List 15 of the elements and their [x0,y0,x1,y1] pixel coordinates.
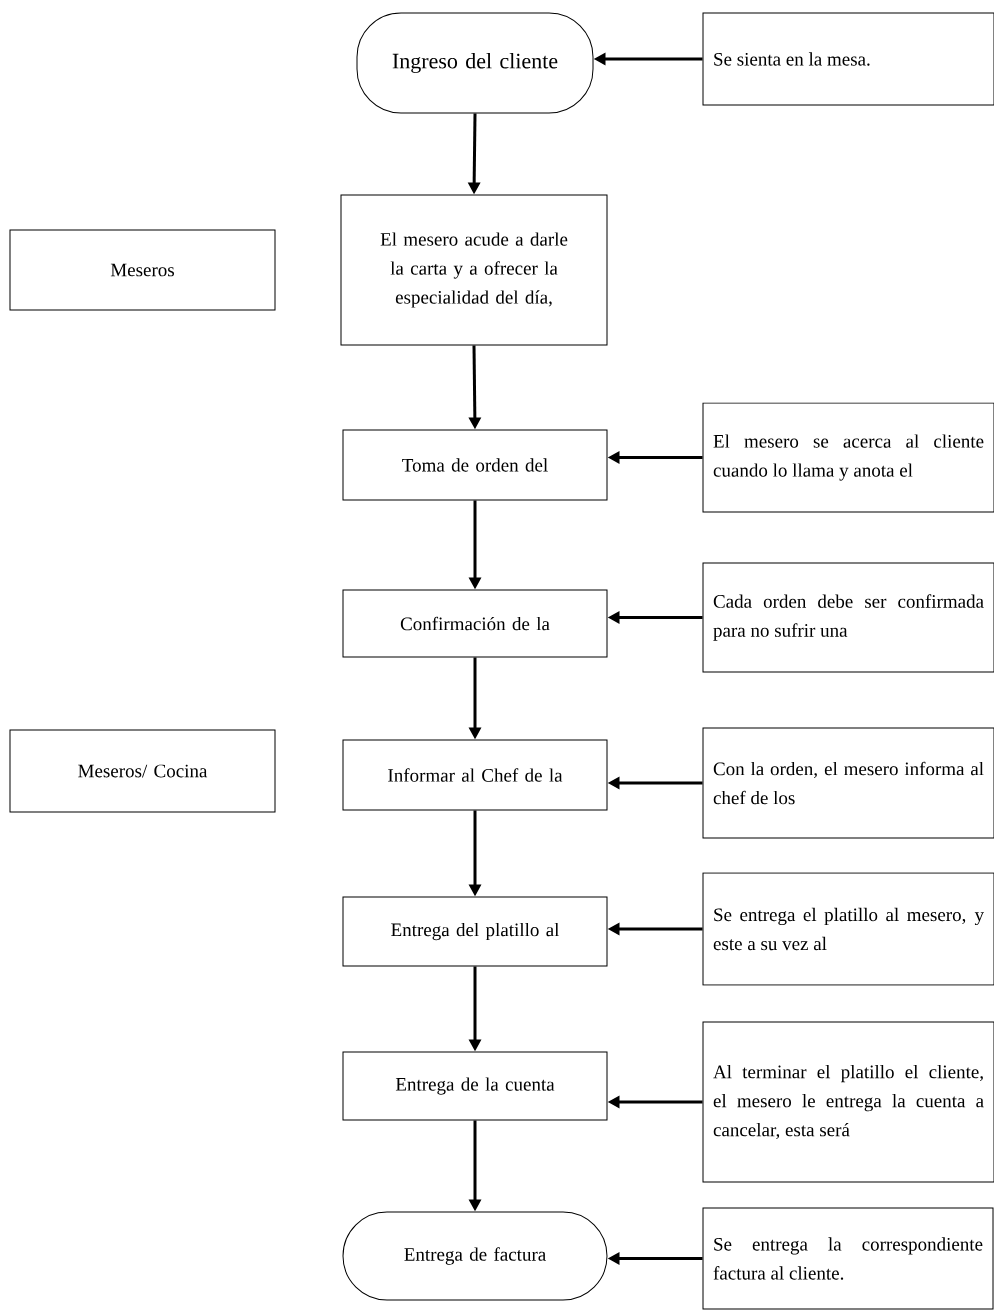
process-box: Entrega de la cuenta [342,1051,608,1121]
process-box: El mesero acude a darle la carta y a ofrecer la especialidad del día, [340,194,608,346]
note-box: Con la orden, el mesero informa al chef de los [702,727,994,839]
process-box: Toma de orden del [342,429,608,501]
process-box: Informar al Chef de la [342,739,608,811]
note-box: El mesero se acerca al cliente cuando lo llama y anota el [702,402,994,513]
process-box: Entrega del platillo al [342,896,608,967]
note-box: Se entrega la correspondiente factura al cliente. [702,1207,994,1310]
process-box: Confirmación de la [342,589,608,658]
role-box: Meseros [9,229,276,311]
note-box: Se sienta en la mesa. [702,12,994,106]
note-box: Al terminar el platillo el cliente, el mesero le entrega la cuenta a cancelar, esta será [702,1021,994,1183]
note-box: Cada orden debe ser confirmada para no sufrir una [702,562,994,673]
role-box: Meseros/ Cocina [9,729,276,813]
note-box: Se entrega el platillo al mesero, y este a su vez al [702,872,994,986]
